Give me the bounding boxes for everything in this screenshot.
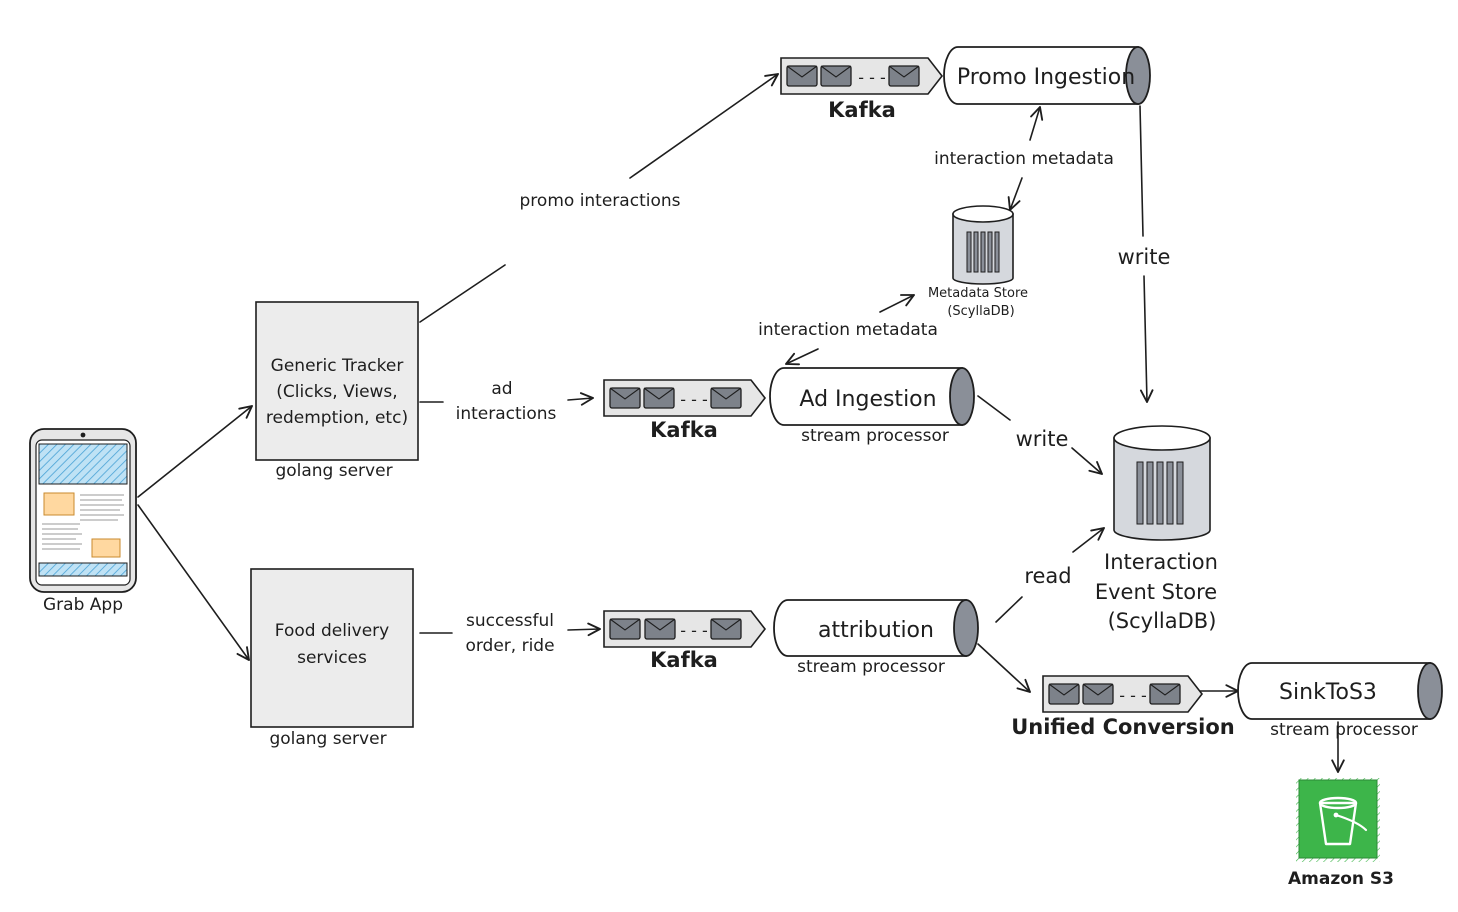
food-delivery-line-1: Food delivery (275, 621, 389, 641)
ad-ingestion-caption: stream processor (801, 426, 949, 446)
kafka-unified-queue: - - - Unified Conversion (1011, 675, 1235, 739)
event-store: Interaction Event Store (ScyllaDB) (1095, 425, 1218, 633)
edge-ad-write (977, 395, 1102, 474)
generic-tracker-line-1: Generic Tracker (271, 356, 404, 376)
edge-metadata-to-ad (785, 348, 819, 366)
kafka-promo-queue: - - - Kafka (780, 57, 944, 122)
sink-to-s3-caption: stream processor (1270, 720, 1418, 740)
label-write-ad: write (1016, 427, 1069, 451)
edge-ad-to-metadata (879, 294, 915, 313)
edge-promo-write (1140, 105, 1147, 402)
edge-promo-to-metadata (1007, 177, 1023, 211)
sink-to-s3-processor: SinkToS3 stream processor (1237, 662, 1443, 740)
message-queue-icon: - - - (780, 57, 944, 95)
amazon-s3: Amazon S3 (1288, 778, 1394, 889)
sink-to-s3-title: SinkToS3 (1279, 680, 1377, 705)
grab-app-label: Grab App (43, 595, 123, 615)
label-successful-2: order, ride (465, 636, 554, 656)
svg-text:- - -: - - - (858, 68, 886, 87)
event-store-line-3: (ScyllaDB) (1108, 609, 1217, 633)
kafka-unified-label: Unified Conversion (1011, 715, 1235, 739)
promo-ingestion-processor: Promo Ingestion (943, 46, 1151, 105)
s3-bucket-icon (1296, 778, 1380, 862)
message-queue-icon: - - - (603, 379, 767, 417)
attribution-processor: attribution stream processor (773, 599, 979, 677)
label-successful-1: successful (466, 611, 554, 631)
edge-food-to-kafka-order (419, 629, 600, 633)
generic-tracker-box (255, 301, 419, 461)
edge-labels: promo interactions ad interactions succe… (456, 149, 1171, 656)
edge-app-to-food (137, 504, 250, 661)
edge-read (995, 528, 1104, 623)
generic-tracker-node: Generic Tracker (Clicks, Views, redempti… (255, 301, 419, 481)
svg-text:- - -: - - - (680, 390, 708, 409)
kafka-order-label: Kafka (650, 648, 718, 672)
database-icon (1113, 425, 1211, 541)
label-interaction-metadata-ad: interaction metadata (758, 320, 938, 340)
promo-ingestion-title: Promo Ingestion (957, 65, 1135, 90)
message-queue-icon: - - - (603, 610, 767, 648)
metadata-store-line-1: Metadata Store (928, 286, 1028, 301)
phone-icon (29, 428, 137, 593)
amazon-s3-label: Amazon S3 (1288, 869, 1394, 889)
label-promo-interactions: promo interactions (520, 191, 681, 211)
ad-ingestion-title: Ad Ingestion (799, 387, 936, 412)
generic-tracker-caption: golang server (275, 461, 392, 481)
food-delivery-line-2: services (297, 648, 367, 668)
label-ad-interactions-2: interactions (456, 404, 557, 424)
event-store-line-2: Event Store (1095, 580, 1217, 604)
attribution-title: attribution (818, 618, 934, 643)
kafka-order-queue: - - - Kafka (603, 610, 767, 672)
edge-metadata-to-promo (1029, 106, 1044, 141)
food-delivery-caption: golang server (269, 729, 386, 749)
food-delivery-box (250, 568, 414, 728)
database-icon (952, 205, 1014, 285)
edge-attribution-to-unified (977, 643, 1031, 693)
kafka-ad-queue: - - - Kafka (603, 379, 767, 442)
metadata-store: Metadata Store (ScyllaDB) (928, 205, 1028, 319)
kafka-ad-label: Kafka (650, 418, 718, 442)
edge-tracker-to-kafka-promo (419, 74, 778, 323)
svg-text:- - -: - - - (680, 621, 708, 640)
food-delivery-node: Food delivery services golang server (250, 568, 414, 749)
attribution-caption: stream processor (797, 657, 945, 677)
kafka-promo-label: Kafka (828, 98, 896, 122)
generic-tracker-line-2: (Clicks, Views, (276, 382, 397, 402)
label-ad-interactions-1: ad (491, 379, 512, 399)
metadata-store-line-2: (ScyllaDB) (947, 304, 1014, 319)
edge-tracker-to-kafka-ad (419, 398, 593, 402)
edge-app-to-tracker (137, 405, 253, 498)
grab-app: Grab App (29, 428, 137, 615)
event-store-line-1: Interaction (1104, 550, 1218, 574)
svg-text:- - -: - - - (1119, 686, 1147, 705)
message-queue-icon: - - - (1042, 675, 1204, 713)
label-write-promo: write (1118, 245, 1171, 269)
label-interaction-metadata-promo: interaction metadata (934, 149, 1114, 169)
generic-tracker-line-3: redemption, etc) (266, 408, 408, 428)
edges (137, 74, 1345, 773)
label-read: read (1024, 564, 1071, 588)
ad-ingestion-processor: Ad Ingestion stream processor (769, 367, 975, 446)
